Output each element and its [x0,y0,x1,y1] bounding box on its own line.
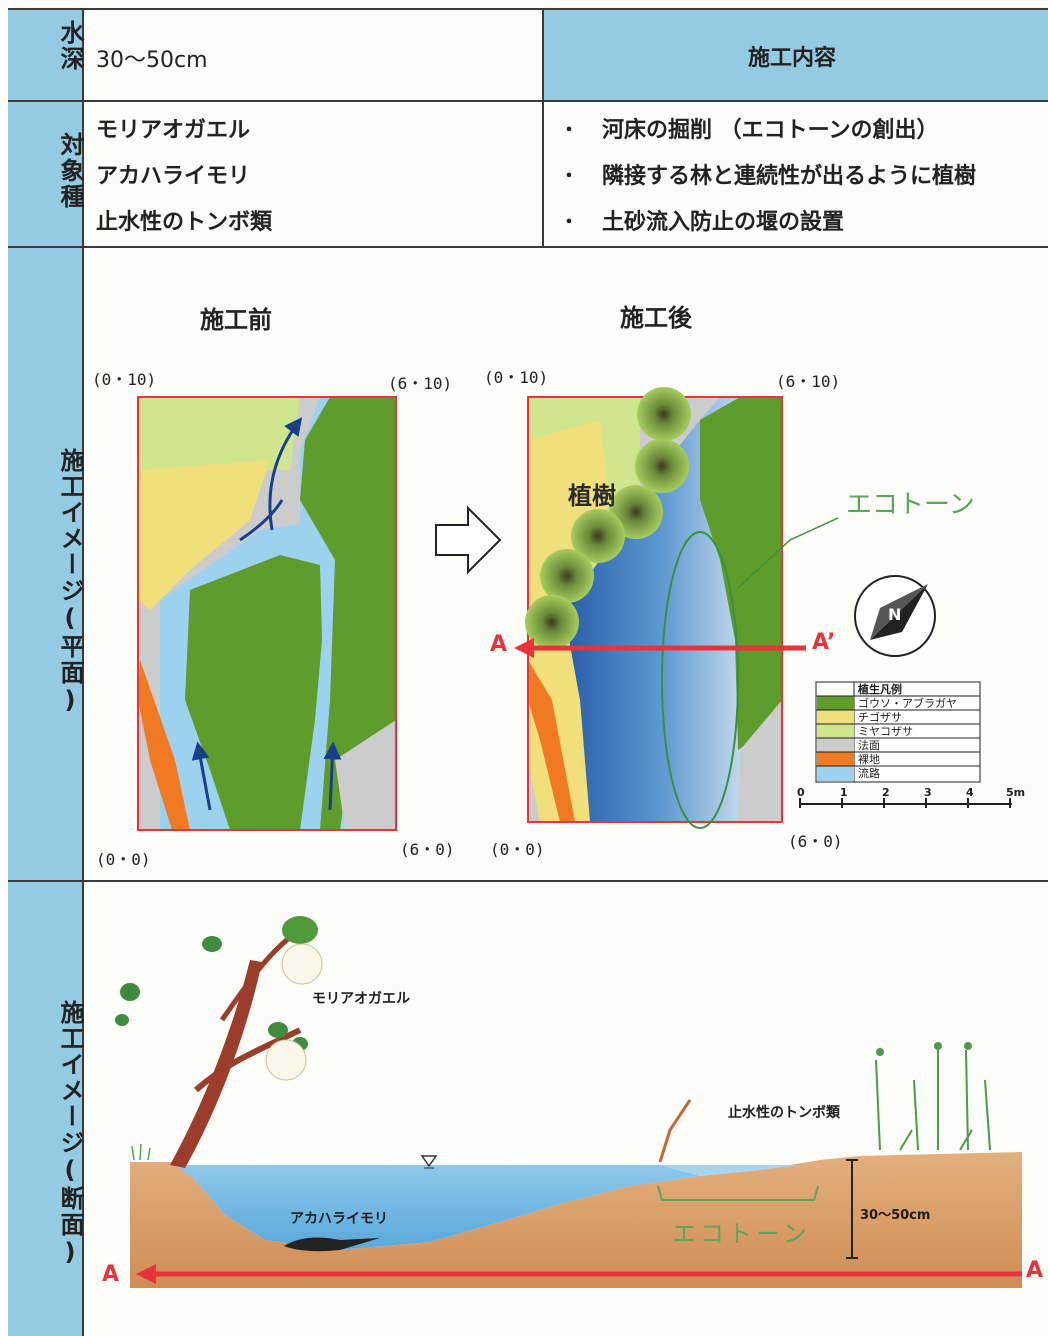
planted-trees [525,387,691,649]
scale-tick: 5m [1006,786,1026,799]
scale-tick: 0 [797,786,805,799]
depth-label-cell: 水深 [8,10,84,100]
grass-icon [131,1143,151,1161]
species-label-cell: 対象種 [8,102,84,246]
column-divider [542,8,544,248]
legend-title: 植生凡例 [858,683,902,696]
reeds-icon [875,1049,991,1151]
plan-label: 施工イメージ(平面) [56,448,84,716]
legend-item: チゴザサ [858,711,902,724]
reed-tips [876,1042,972,1056]
bullet: ・ [560,120,578,141]
work-item: 河床の掘削 （エコトーンの創出） [602,118,939,143]
before-title: 施工前 [200,306,272,334]
species-item: 止水性のトンボ類 [96,210,273,235]
tree-trunk [170,960,262,1168]
legend-item: ゴウソ・アブラガヤ [858,697,957,710]
planting-label: 植樹 [568,482,616,510]
ecotone-bracket [657,1185,819,1201]
coord-label: (6・10) [776,372,841,391]
work-header-cell [544,10,1048,100]
ecotone-ellipse [661,531,739,829]
depth-label: 水深 [56,20,84,72]
depth-section-label: 30〜50cm [860,1208,931,1223]
scale-bar [799,798,1012,808]
legend-item: 裸地 [858,753,880,766]
work-item: 土砂流入防止の堰の設置 [602,210,845,235]
row-divider [8,880,1048,882]
ecotone-section-label: エコトーン [672,1220,811,1248]
after-title: 施工後 [620,304,692,332]
water-level-icon [420,1155,438,1168]
scale-tick: 3 [924,786,932,799]
coord-label: (0・0) [490,840,545,859]
coord-label: (0・0) [96,850,151,869]
coord-label: (6・10) [388,374,453,393]
plan-label-cell: 施工イメージ(平面) [8,248,84,880]
column-divider [82,8,84,1336]
row-divider [8,100,1048,102]
species-label: 対象種 [56,132,84,210]
section-a-left-label: A [102,1262,120,1287]
ecotone-label: エコトーン [846,490,975,520]
species-item: アカハライモリ [96,164,251,189]
before-map-frame [137,396,397,831]
section-label: 施工イメージ(断面) [56,1000,84,1268]
bullet: ・ [560,212,578,233]
ecotone-leader-line [737,517,839,589]
section-a-right-label: A [1026,1258,1044,1283]
transition-arrow [435,505,502,575]
frog-label: モリアオガエル [312,991,410,1007]
scale-tick: 1 [840,786,848,799]
species-item: モリアオガエル [96,118,251,143]
section-a-prime-label: A’ [812,630,836,655]
coord-label: (0・10) [92,370,157,389]
work-item: 隣接する林と連続性が出るように植樹 [602,164,977,189]
coord-label: (0・10) [484,368,549,387]
dragonfly-icon [658,1099,692,1163]
legend-item: 流路 [858,767,880,780]
scale-tick: 4 [966,786,974,799]
north-letter: N [888,605,902,624]
legend-item: 法面 [858,739,880,752]
row-divider [8,246,1048,248]
bullet: ・ [560,166,578,187]
coord-label: (6・0) [400,840,455,859]
newt-icon [284,1237,380,1252]
legend-item: ミヤコザサ [858,725,913,738]
cross-section [115,916,1022,1288]
work-header: 施工内容 [748,46,837,71]
section-label-cell: 施工イメージ(断面) [8,882,84,1336]
before-map [138,397,396,830]
newt-label: アカハライモリ [290,1211,388,1227]
dragonfly-label: 止水性のトンボ類 [728,1105,840,1121]
table-border-top [8,8,1048,10]
depth-value: 30〜50cm [96,48,208,73]
section-a-label: A [490,632,508,657]
scale-tick: 2 [882,786,890,799]
coord-label: (6・0) [788,832,843,851]
legend [815,681,981,783]
